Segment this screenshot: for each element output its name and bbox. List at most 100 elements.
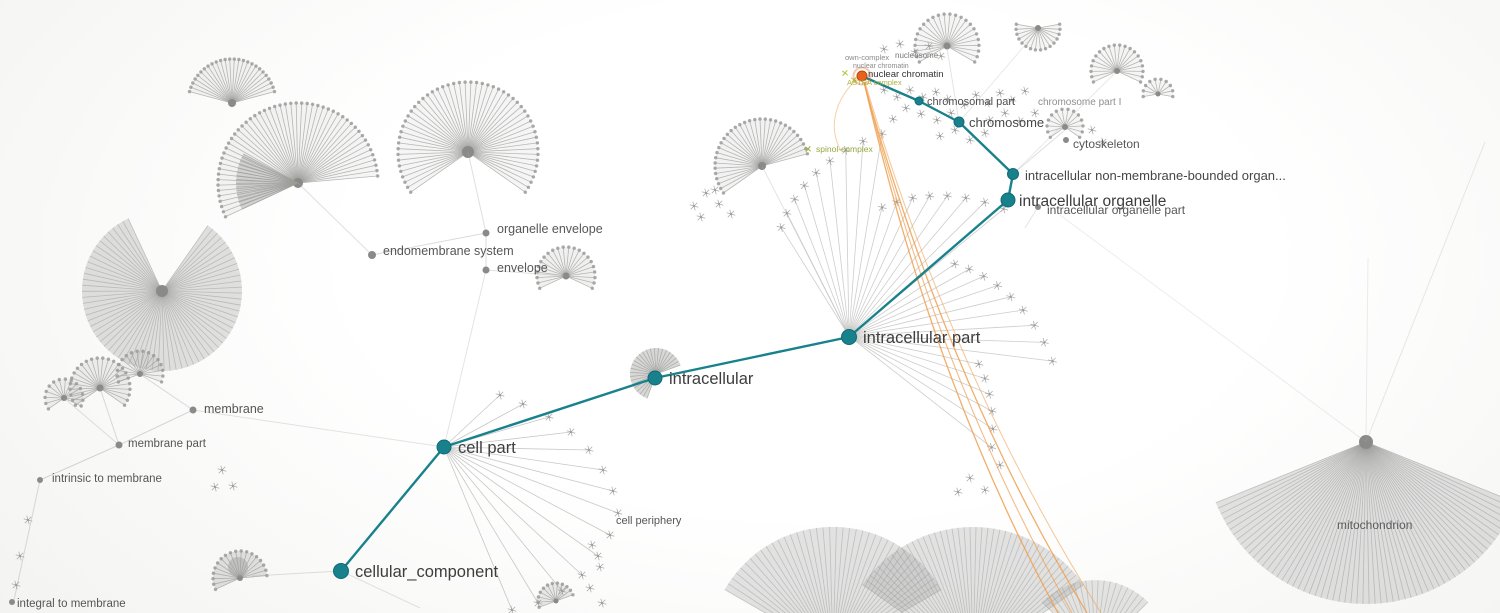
gray-term-node[interactable]: [115, 441, 123, 449]
accent-mark: [841, 70, 846, 74]
term-label[interactable]: chromosome part I: [1038, 97, 1121, 108]
fan-cluster: [1141, 77, 1175, 99]
fan-cluster: [43, 377, 85, 411]
gray-edge: [371, 232, 487, 256]
term-label[interactable]: own-complex: [845, 53, 889, 62]
selected-node-halo: [852, 66, 872, 86]
gray-term-node[interactable]: [189, 406, 197, 414]
gray-term-node[interactable]: [9, 599, 15, 605]
term-node-cellular-component[interactable]: [333, 563, 349, 579]
cluster-hub-node[interactable]: [1062, 124, 1068, 130]
highlight-path-nodes: [333, 96, 1019, 579]
cluster-hub-node[interactable]: [61, 395, 67, 401]
accent-mark: [844, 72, 849, 76]
term-label[interactable]: cytoskeleton: [1073, 137, 1140, 151]
term-node-nuclear-chromatin[interactable]: [856, 70, 868, 82]
term-label[interactable]: membrane: [204, 402, 264, 416]
term-label[interactable]: intrinsic to membrane: [52, 473, 162, 485]
term-label[interactable]: ASTRA complex: [847, 78, 902, 87]
cluster-hub-node[interactable]: [758, 162, 766, 170]
term-label[interactable]: intracellular part: [863, 329, 981, 347]
cluster-hub-node[interactable]: [1114, 68, 1120, 74]
gray-edge: [118, 409, 194, 446]
term-label[interactable]: chromosome: [969, 115, 1044, 130]
accent-mark: [853, 76, 857, 81]
cluster-hub-node[interactable]: [462, 146, 474, 158]
cluster-hub-node[interactable]: [553, 598, 559, 604]
term-label[interactable]: endomembrane system: [383, 244, 514, 258]
cluster-hub-node[interactable]: [1155, 91, 1161, 97]
term-node-intracellular-non-membrane-bounded-organelle[interactable]: [1007, 168, 1019, 180]
gray-edge: [946, 47, 960, 123]
term-label[interactable]: intracellular organelle part: [1047, 203, 1186, 217]
gray-term-nodes: [9, 137, 1069, 605]
orange-curve: [863, 81, 1059, 613]
cluster-hub-node[interactable]: [237, 575, 243, 581]
orange-curve: [863, 81, 1088, 613]
fan-cluster: [724, 526, 942, 613]
fan-sector: [1016, 24, 1060, 50]
gray-edge: [13, 479, 41, 601]
teal-edge: [654, 335, 850, 380]
gray-term-node[interactable]: [1035, 204, 1041, 210]
gray-term-node[interactable]: [368, 251, 376, 259]
teal-edge: [848, 199, 1009, 338]
teal-edge: [443, 376, 656, 449]
term-label[interactable]: cell part: [458, 439, 516, 457]
term-label[interactable]: cellular_component: [355, 563, 499, 581]
fan-cluster: [1014, 22, 1062, 52]
term-label[interactable]: nucleosome: [895, 51, 939, 60]
orange-curve: [863, 81, 1073, 613]
term-label[interactable]: mitochondrion: [1337, 518, 1412, 532]
term-node-intracellular-part[interactable]: [841, 329, 857, 345]
orange-curve: [833, 77, 859, 152]
term-label[interactable]: spinol-complex: [816, 144, 873, 154]
cluster-hub-node[interactable]: [228, 99, 236, 107]
term-node-intracellular-organelle[interactable]: [1000, 192, 1016, 208]
term-label[interactable]: intracellular: [669, 370, 754, 388]
gray-edge: [1012, 70, 1118, 175]
term-label[interactable]: intracellular non-membrane-bounded organ…: [1025, 168, 1286, 183]
term-label[interactable]: intracellular organelle: [1019, 193, 1166, 210]
term-label[interactable]: cell periphery: [616, 515, 682, 527]
orange-curve: [864, 81, 1102, 613]
fan-sector: [1091, 45, 1143, 82]
accent-mark: [844, 69, 848, 74]
gray-term-node[interactable]: [1063, 137, 1069, 143]
term-label[interactable]: organelle envelope: [497, 222, 603, 236]
gray-edge: [467, 151, 487, 234]
term-node-chromosome[interactable]: [953, 116, 965, 128]
cluster-hub-node[interactable]: [137, 371, 143, 377]
term-label[interactable]: envelope: [497, 261, 548, 275]
fan-sector: [724, 527, 942, 613]
term-label[interactable]: nuclear chromatin: [853, 63, 909, 70]
fan-cluster: [536, 581, 575, 609]
fan-cluster: [81, 218, 243, 372]
cluster-hub-node[interactable]: [943, 42, 951, 50]
term-label[interactable]: nuclear chromatin: [868, 69, 944, 80]
fan-cluster: [862, 526, 1084, 613]
gray-term-node[interactable]: [37, 477, 43, 483]
gray-edge: [251, 570, 342, 577]
cluster-hub-node[interactable]: [1035, 25, 1041, 31]
cluster-hub-node[interactable]: [156, 285, 168, 297]
gray-edge: [1365, 257, 1369, 443]
fan-sector: [1046, 108, 1083, 138]
accent-mark: [807, 145, 811, 150]
term-label[interactable]: integral to membrane: [17, 598, 126, 610]
cluster-hub-node[interactable]: [1359, 435, 1373, 449]
fan-sector: [398, 81, 539, 193]
term-label[interactable]: chromosomal part: [927, 96, 1015, 108]
gray-term-node[interactable]: [482, 266, 490, 274]
cluster-hub-node[interactable]: [562, 272, 570, 280]
term-node-chromosomal-part[interactable]: [914, 96, 924, 106]
term-label[interactable]: membrane part: [128, 438, 207, 450]
gray-term-node[interactable]: [482, 229, 490, 237]
term-node-intracellular[interactable]: [647, 370, 663, 386]
tip-star-clusters: [11, 39, 1108, 608]
cluster-hub-node[interactable]: [96, 384, 104, 392]
fan-cluster: [187, 57, 277, 107]
term-node-cell-part[interactable]: [436, 439, 452, 455]
